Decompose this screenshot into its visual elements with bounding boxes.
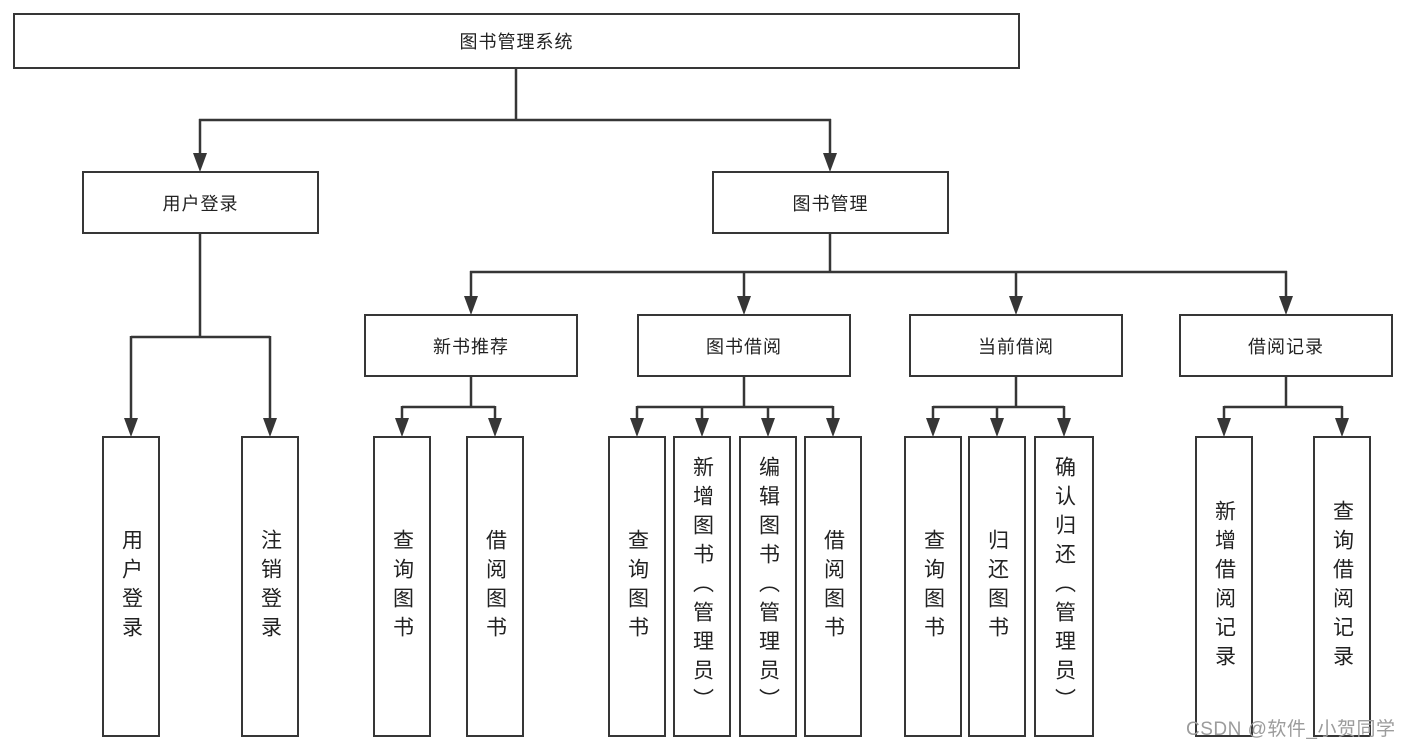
root-node-label: 图书管理系统 xyxy=(459,32,574,52)
connector-book-management-to-level3 xyxy=(464,234,1293,315)
node-book-borrow: 图书借阅 xyxy=(637,314,851,377)
leaf-borrow-books-recommend: 借阅图书 xyxy=(466,436,524,737)
connector-user-login-to-leaves xyxy=(124,234,277,437)
leaf-edit-book-admin: 编辑图书（管理员） xyxy=(739,436,797,737)
leaf-user-login: 用户登录 xyxy=(102,436,160,737)
node-book-management: 图书管理 xyxy=(712,171,949,234)
node-new-book-recommend: 新书推荐 xyxy=(364,314,578,377)
leaf-add-borrow-record-label: 新增借阅记录 xyxy=(1212,499,1236,674)
leaf-query-books-recommend-label: 查询图书 xyxy=(390,528,414,645)
leaf-logout-label: 注销登录 xyxy=(258,528,282,645)
leaf-borrow-books: 借阅图书 xyxy=(804,436,862,737)
connector-root-to-level2 xyxy=(193,69,837,172)
leaf-confirm-return-admin: 确认归还（管理员） xyxy=(1034,436,1094,737)
leaf-return-book: 归还图书 xyxy=(968,436,1026,737)
node-user-login: 用户登录 xyxy=(82,171,319,234)
node-new-book-recommend-label: 新书推荐 xyxy=(433,336,509,357)
watermark: CSDN @软件_小贺同学 xyxy=(1186,719,1396,740)
leaf-user-login-label: 用户登录 xyxy=(119,528,143,645)
connector-current-borrow-to-leaves xyxy=(926,377,1071,437)
leaf-query-books-recommend: 查询图书 xyxy=(373,436,431,737)
leaf-add-borrow-record: 新增借阅记录 xyxy=(1195,436,1253,737)
leaf-query-books-current: 查询图书 xyxy=(904,436,962,737)
leaf-query-books-current-label: 查询图书 xyxy=(921,528,945,645)
connector-book-borrow-to-leaves xyxy=(630,377,840,437)
leaf-query-borrow-record-label: 查询借阅记录 xyxy=(1330,499,1354,674)
root-node: 图书管理系统 xyxy=(13,13,1020,69)
connector-new-book-recommend-to-leaves xyxy=(395,377,502,437)
connector-borrow-records-to-leaves xyxy=(1217,377,1349,437)
leaf-borrow-books-label: 借阅图书 xyxy=(821,528,845,645)
leaf-query-books-borrow: 查询图书 xyxy=(608,436,666,737)
node-borrow-records-label: 借阅记录 xyxy=(1248,336,1324,357)
leaf-logout: 注销登录 xyxy=(241,436,299,737)
node-current-borrow: 当前借阅 xyxy=(909,314,1123,377)
leaf-borrow-books-recommend-label: 借阅图书 xyxy=(483,528,507,645)
leaf-edit-book-admin-label: 编辑图书（管理员） xyxy=(756,456,780,717)
leaf-confirm-return-admin-label: 确认归还（管理员） xyxy=(1052,456,1076,717)
node-current-borrow-label: 当前借阅 xyxy=(978,336,1054,357)
leaf-query-borrow-record: 查询借阅记录 xyxy=(1313,436,1371,737)
node-book-borrow-label: 图书借阅 xyxy=(706,336,782,357)
node-user-login-label: 用户登录 xyxy=(162,193,239,214)
leaf-add-book-admin-label: 新增图书（管理员） xyxy=(690,456,714,717)
node-borrow-records: 借阅记录 xyxy=(1179,314,1393,377)
leaf-query-books-borrow-label: 查询图书 xyxy=(625,528,649,645)
leaf-add-book-admin: 新增图书（管理员） xyxy=(673,436,731,737)
node-book-management-label: 图书管理 xyxy=(792,193,869,214)
leaf-return-book-label: 归还图书 xyxy=(985,528,1009,645)
